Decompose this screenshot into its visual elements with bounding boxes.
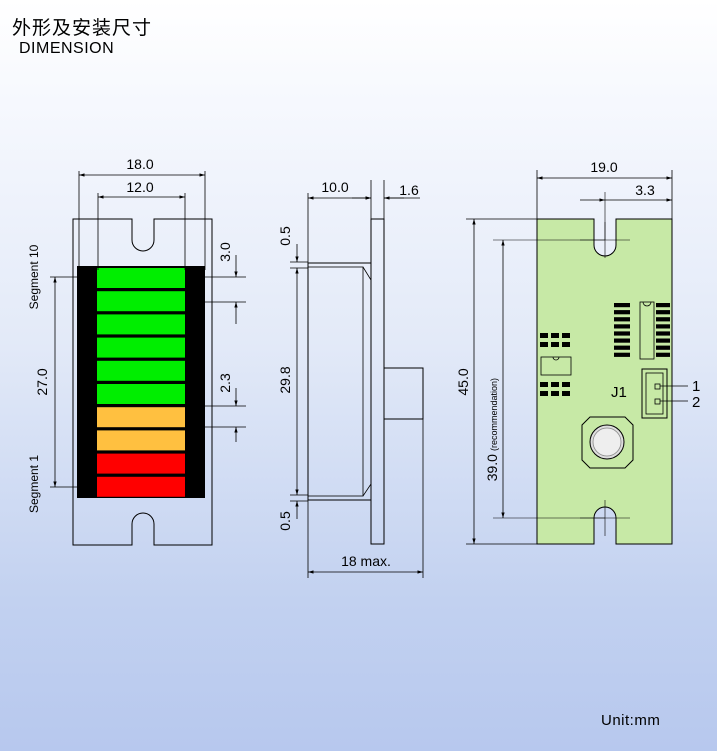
front-dim-top-offset: 3.0 [217, 242, 233, 262]
ic-pad [656, 317, 670, 322]
led-segment [97, 337, 185, 358]
ic-pad [656, 352, 670, 357]
segment-1-label: Segment 1 [27, 455, 41, 513]
led-segment [97, 407, 185, 428]
small-pad [562, 333, 570, 338]
front-dim-seg-pitch: 2.3 [217, 373, 233, 393]
ic-pad [614, 345, 630, 350]
led-segments [97, 268, 185, 497]
front-view: 18.0 12.0 27.0 Segment 10 Segment 1 3.0 … [27, 156, 246, 546]
back-dim-connector-offset: 3.3 [635, 182, 655, 198]
ic-footprint [614, 301, 670, 360]
side-dim-plate: 1.6 [399, 182, 419, 198]
front-dim-inner-width: 12.0 [126, 179, 153, 195]
mount-pitch-note: (recommendation) [489, 378, 499, 451]
small-pad [540, 382, 548, 387]
ic-pad [614, 310, 630, 315]
front-left-frame [77, 266, 96, 498]
ic-pad [656, 338, 670, 343]
led-segment [97, 314, 185, 335]
back-pcb-outline [536, 218, 673, 545]
side-plate [370, 218, 385, 545]
small-pad [551, 342, 559, 347]
small-pad [562, 342, 570, 347]
side-body [307, 262, 372, 501]
ic-pad [656, 310, 670, 315]
led-segment [97, 384, 185, 404]
led-segment [97, 360, 185, 381]
title-chinese: 外形及安装尺寸 [12, 17, 153, 39]
mount-pitch-value: 39.0 [484, 454, 500, 481]
j1-connector [641, 368, 668, 419]
small-component-footprint [540, 333, 572, 396]
side-dim-max-depth: 18 max. [341, 553, 391, 569]
led-segment [97, 430, 185, 451]
side-connector [383, 367, 424, 420]
ic-pad [614, 317, 630, 322]
small-pad [562, 391, 570, 396]
small-pad [540, 333, 548, 338]
ic-pad [614, 303, 630, 308]
ic-pad [656, 331, 670, 336]
small-pad [551, 333, 559, 338]
push-button [581, 416, 634, 469]
pin-1-label: 1 [692, 378, 700, 395]
led-segment [97, 453, 185, 474]
side-dim-bottom-gap: 0.5 [277, 511, 293, 531]
small-pad [540, 391, 548, 396]
small-pad [551, 391, 559, 396]
side-dim-top-gap: 0.5 [277, 226, 293, 246]
side-dim-height: 29.8 [277, 366, 293, 393]
j1-label: J1 [611, 384, 627, 401]
led-segment [97, 476, 185, 497]
pin-2-label: 2 [692, 394, 700, 411]
ic-pad [614, 352, 630, 357]
small-pad [562, 382, 570, 387]
ic-pad [656, 345, 670, 350]
ic-pad [614, 331, 630, 336]
ic-pad [614, 338, 630, 343]
back-dim-height: 45.0 [455, 368, 471, 395]
front-dim-height: 27.0 [34, 368, 50, 395]
small-pad [540, 342, 548, 347]
back-dim-width: 19.0 [590, 159, 617, 175]
ic-pad [656, 303, 670, 308]
segment-10-label: Segment 10 [27, 244, 41, 309]
side-body-inner [307, 266, 364, 497]
front-housing-outline [72, 218, 213, 546]
ic-pad [656, 324, 670, 329]
unit-label: Unit:mm [601, 712, 661, 729]
back-view: J1 1 2 19.0 3.3 45.0 39.0 (recommendation… [455, 159, 700, 545]
ic-pad [614, 324, 630, 329]
side-dim-body-depth: 10.0 [321, 179, 348, 195]
small-pad [551, 382, 559, 387]
led-segment [97, 291, 185, 312]
front-dim-outer-width: 18.0 [126, 156, 153, 172]
led-segment [97, 268, 185, 288]
front-right-frame [187, 266, 205, 498]
title-english: DIMENSION [19, 40, 115, 57]
side-view: 10.0 1.6 0.5 29.8 0.5 18 max. [277, 179, 424, 578]
back-dim-mount-pitch: 39.0 (recommendation) [484, 378, 500, 481]
